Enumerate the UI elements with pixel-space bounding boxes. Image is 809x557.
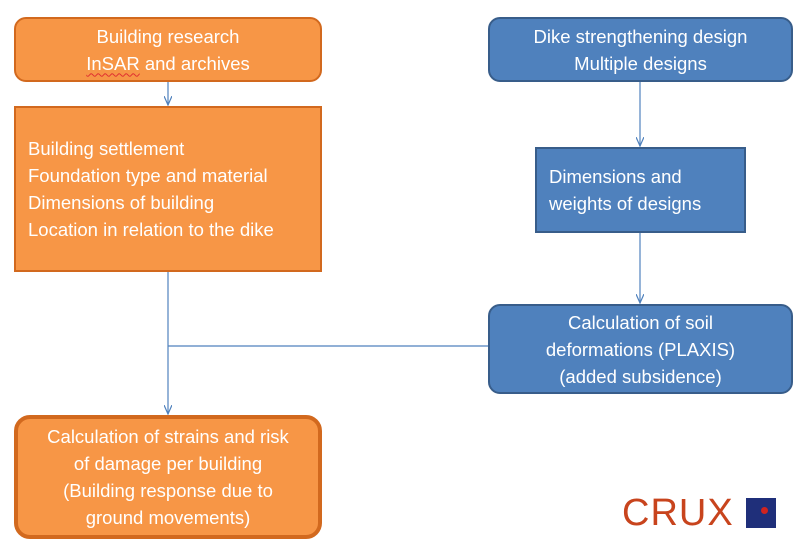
strain-calc-line3: (Building response due to <box>63 480 273 501</box>
design-dimensions-line1: Dimensions and <box>549 166 682 187</box>
dike-design-line1: Dike strengthening design <box>533 25 748 47</box>
building-data-line1: Building settlement <box>28 138 185 159</box>
design-dimensions-box: Dimensions and weights of designs <box>535 147 746 233</box>
building-data-box: Building settlement Foundation type and … <box>14 106 322 272</box>
building-data-line3: Dimensions of building <box>28 192 215 213</box>
design-dimensions-line2: weights of designs <box>549 193 702 214</box>
strain-calc-box: Calculation of strains and risk of damag… <box>14 415 322 539</box>
strain-calc-line1: Calculation of strains and risk <box>47 426 289 447</box>
archives-text: and archives <box>139 52 250 74</box>
building-research-line2: InSAR and archives <box>16 50 320 77</box>
dike-design-line2: Multiple designs <box>574 52 707 74</box>
dike-design-box: Dike strengthening design Multiple desig… <box>488 17 793 82</box>
logo-text: CRUX <box>622 492 734 534</box>
soil-calc-line2: deformations (PLAXIS) <box>545 338 736 360</box>
soil-calc-line1: Calculation of soil <box>568 311 713 333</box>
strain-calc-line4: ground movements) <box>85 507 251 528</box>
logo-dot-icon <box>760 507 768 514</box>
soil-calc-line3: (added subsidence) <box>559 365 722 387</box>
building-data-line2: Foundation type and material <box>28 165 268 186</box>
building-research-box: Building research InSAR and archives <box>14 17 322 82</box>
soil-calc-box: Calculation of soil deformations (PLAXIS… <box>488 304 793 394</box>
building-data-line4: Location in relation to the dike <box>28 219 274 240</box>
strain-calc-line2: of damage per building <box>73 453 263 474</box>
crux-logo: CRUX <box>622 492 776 534</box>
building-research-line1: Building research <box>96 25 240 47</box>
logo-square-icon <box>745 498 776 528</box>
insar-word: InSAR <box>86 52 140 74</box>
